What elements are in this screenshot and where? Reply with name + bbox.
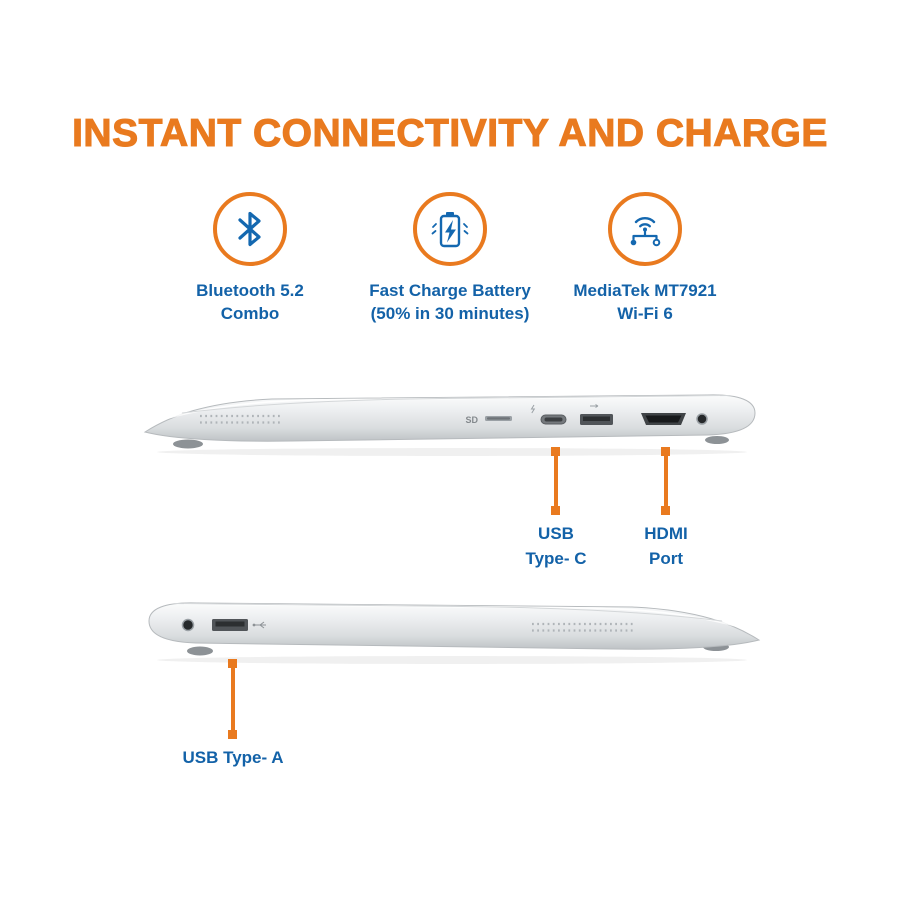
usb-c-callout-marker-top: [551, 447, 560, 456]
bluetooth-icon: [238, 211, 261, 247]
laptop-side-view-top: SD: [143, 394, 756, 456]
lid-seam: [173, 603, 723, 622]
hdmi-port-inner: [645, 415, 682, 423]
lid-highlight: [183, 603, 741, 628]
feature-label-line1: Bluetooth 5.2: [196, 281, 304, 300]
usb-a-callout-marker-top: [228, 659, 237, 668]
usb-a-callout-line: [230, 664, 235, 734]
wifi-icon-circle: [608, 192, 682, 266]
sd-card-slot-inner: [487, 417, 510, 420]
laptop-body: [143, 394, 756, 442]
laptop-side-view-bottom: [148, 602, 761, 664]
sd-port-label: SD: [465, 415, 478, 425]
page-title: INSTANT CONNECTIVITY AND CHARGE: [72, 111, 828, 155]
fast-charge-battery-icon: [431, 212, 469, 248]
hdmi-callout-label-line1: HDMI: [644, 524, 688, 543]
hdmi-callout-label-line2: Port: [649, 549, 683, 568]
usb-c-callout-line: [553, 452, 558, 510]
feature-wifi: MediaTek MT7921 Wi-Fi 6: [540, 192, 750, 325]
wifi-antenna-icon: [630, 217, 661, 247]
laptop-shadow: [157, 448, 747, 456]
feature-label-line1: Fast Charge Battery: [369, 281, 531, 300]
feature-label: Fast Charge Battery (50% in 30 minutes): [337, 279, 563, 325]
hdmi-callout-label: HDMI Port: [606, 521, 726, 571]
laptop-body: [148, 602, 761, 650]
speaker-grille: [532, 622, 634, 632]
usb-c-callout-label: USB Type- C: [496, 521, 616, 571]
battery-icon-circle: [413, 192, 487, 266]
hdmi-callout-line: [663, 452, 668, 510]
usb-c-callout-label-line2: Type- C: [525, 549, 587, 568]
bluetooth-icon-circle: [213, 192, 287, 266]
usb-ss-icon: [590, 404, 599, 408]
usb-a-port-inner: [583, 416, 610, 421]
feature-label-line2: Combo: [220, 304, 280, 323]
usb-c-port-inner: [544, 417, 563, 422]
speaker-grille: [200, 414, 282, 424]
laptop-foot: [705, 436, 729, 444]
feature-label-line2: (50% in 30 minutes): [370, 304, 530, 323]
hdmi-callout-marker-bottom: [661, 506, 670, 515]
laptop-shadow: [157, 656, 747, 664]
lid-highlight: [163, 395, 721, 420]
usb-ss-icon-dot: [252, 623, 256, 627]
lid-seam: [181, 395, 731, 414]
laptop-foot: [173, 439, 203, 449]
usb-a-port-inner: [215, 621, 245, 627]
feature-fast-charge: Fast Charge Battery (50% in 30 minutes): [337, 192, 563, 325]
laptop-foot: [187, 646, 213, 656]
usb-a-callout-label-line1: USB Type- A: [182, 748, 284, 767]
feature-label: Bluetooth 5.2 Combo: [150, 279, 350, 325]
usb-a-callout-label: USB Type- A: [143, 745, 323, 770]
power-delivery-icon: [530, 404, 536, 414]
feature-label-line2: Wi-Fi 6: [617, 304, 673, 323]
usb-a-callout-marker-bottom: [228, 730, 237, 739]
feature-label: MediaTek MT7921 Wi-Fi 6: [540, 279, 750, 325]
hdmi-callout-marker-top: [661, 447, 670, 456]
feature-label-line1: MediaTek MT7921: [573, 281, 717, 300]
audio-jack: [181, 618, 195, 632]
usb-c-callout-marker-bottom: [551, 506, 560, 515]
usb-c-callout-label-line1: USB: [538, 524, 574, 543]
usb-ss-icon: [254, 621, 266, 629]
audio-jack: [696, 413, 708, 425]
feature-bluetooth: Bluetooth 5.2 Combo: [150, 192, 350, 325]
